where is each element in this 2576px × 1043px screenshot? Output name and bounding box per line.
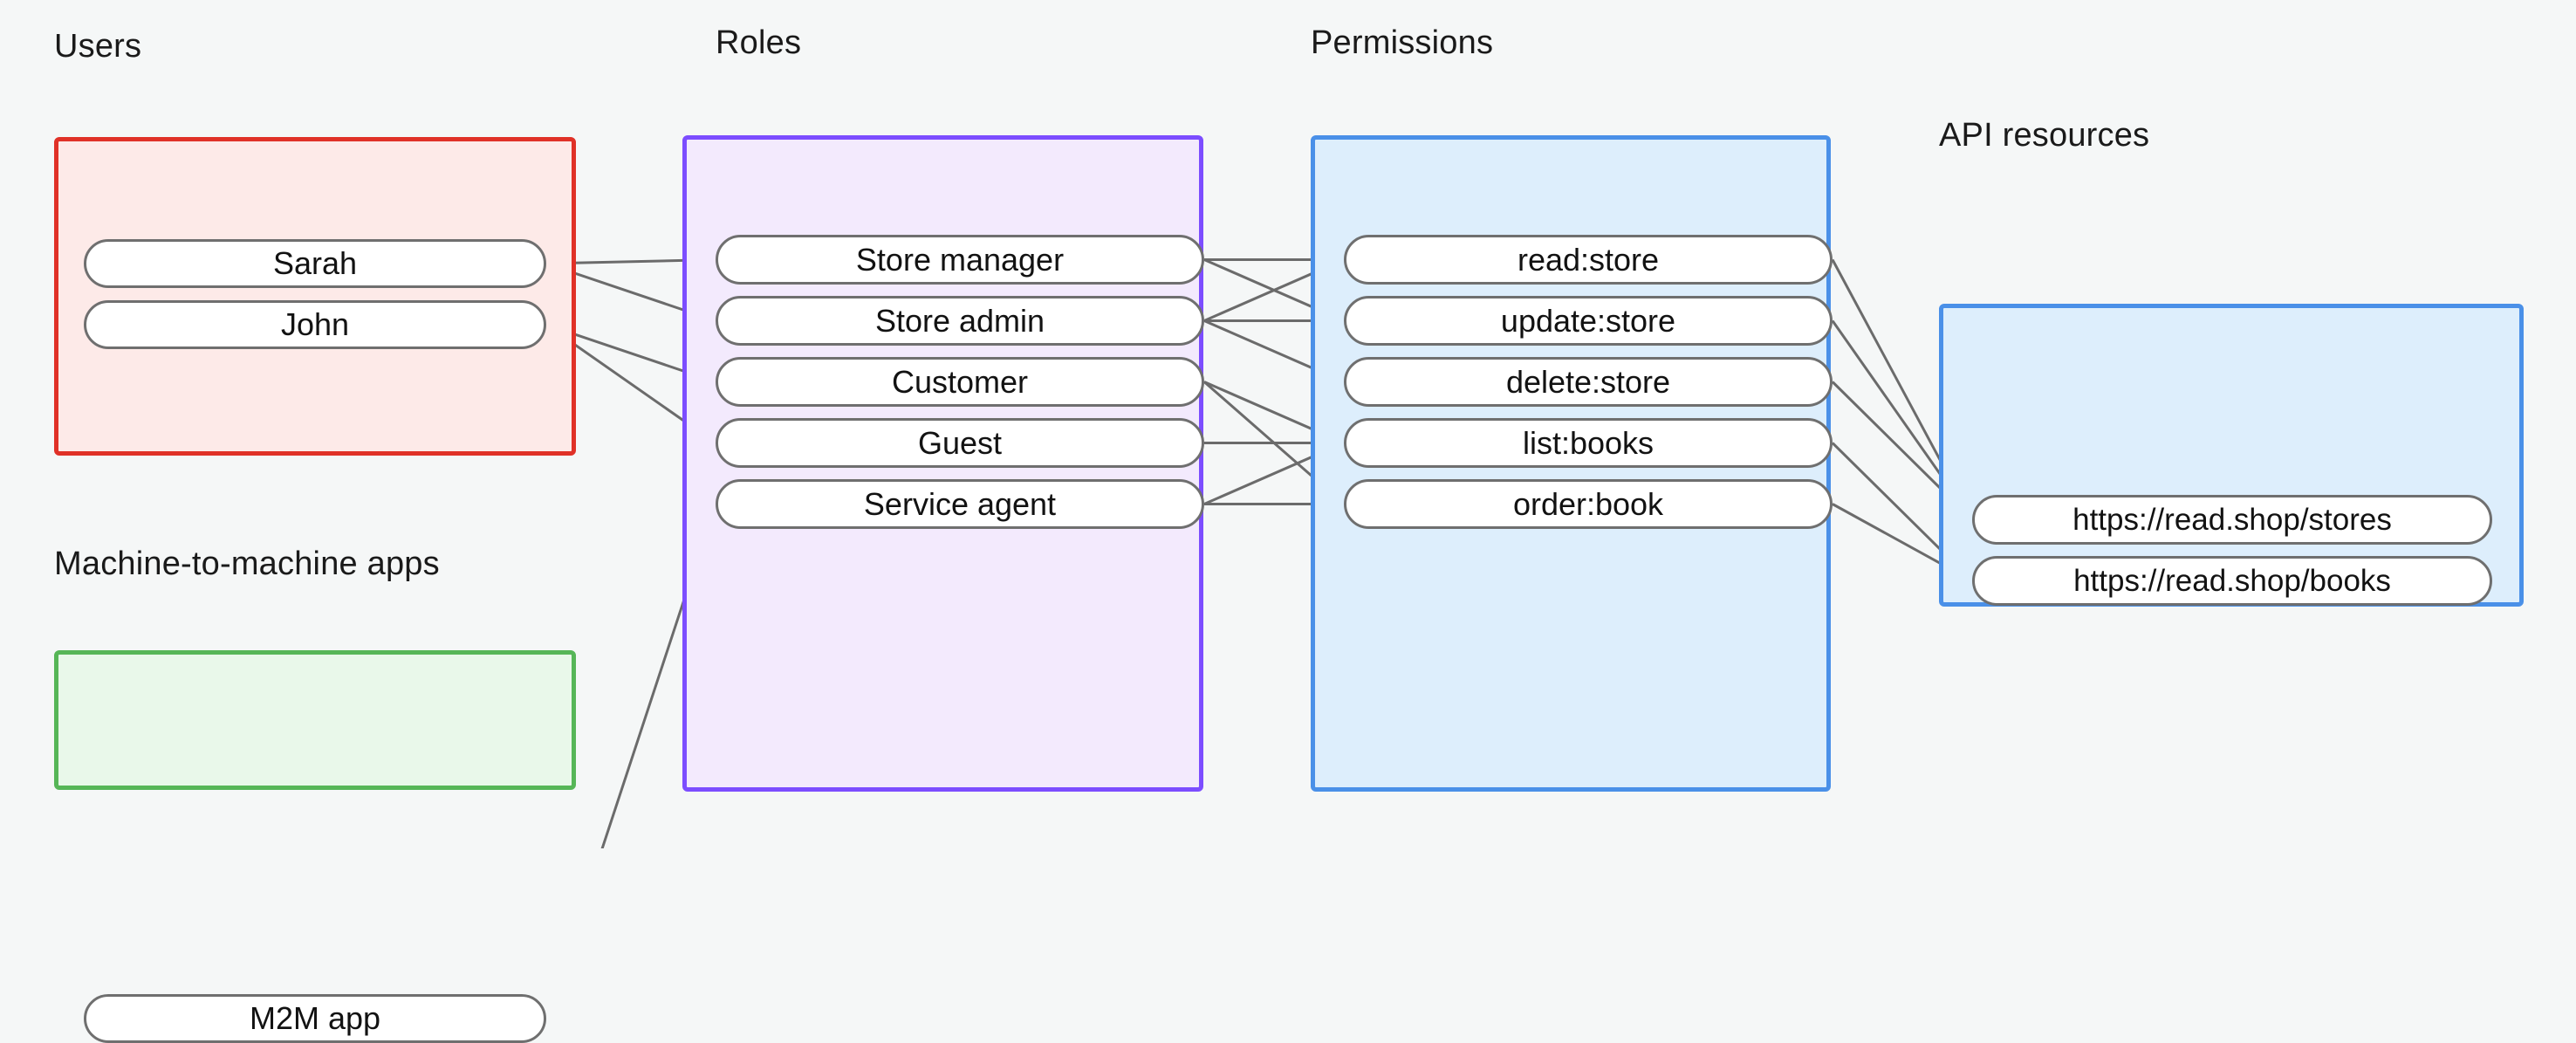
node-m2mapp[interactable]: M2M app bbox=[84, 994, 546, 1043]
group-box-m2m bbox=[54, 650, 576, 790]
node-sarah[interactable]: Sarah bbox=[84, 239, 546, 288]
group-box-users bbox=[54, 137, 576, 456]
node-list_books[interactable]: list:books bbox=[1344, 418, 1833, 468]
group-label-roles: Roles bbox=[716, 24, 802, 61]
node-order_book[interactable]: order:book bbox=[1344, 479, 1833, 529]
group-label-users: Users bbox=[54, 28, 142, 65]
node-service_agent[interactable]: Service agent bbox=[716, 479, 1204, 529]
node-john[interactable]: John bbox=[84, 300, 546, 349]
node-store_admin[interactable]: Store admin bbox=[716, 296, 1204, 346]
group-label-apiresources: API resources bbox=[1939, 117, 2150, 154]
node-delete_store[interactable]: delete:store bbox=[1344, 357, 1833, 407]
node-store_manager[interactable]: Store manager bbox=[716, 235, 1204, 285]
node-update_store[interactable]: update:store bbox=[1344, 296, 1833, 346]
node-customer[interactable]: Customer bbox=[716, 357, 1204, 407]
node-res_stores[interactable]: https://read.shop/stores bbox=[1972, 495, 2492, 545]
node-res_books[interactable]: https://read.shop/books bbox=[1972, 556, 2492, 606]
group-label-m2m: Machine-to-machine apps bbox=[54, 546, 440, 582]
group-label-permissions: Permissions bbox=[1311, 24, 1494, 61]
node-guest[interactable]: Guest bbox=[716, 418, 1204, 468]
node-read_store[interactable]: read:store bbox=[1344, 235, 1833, 285]
